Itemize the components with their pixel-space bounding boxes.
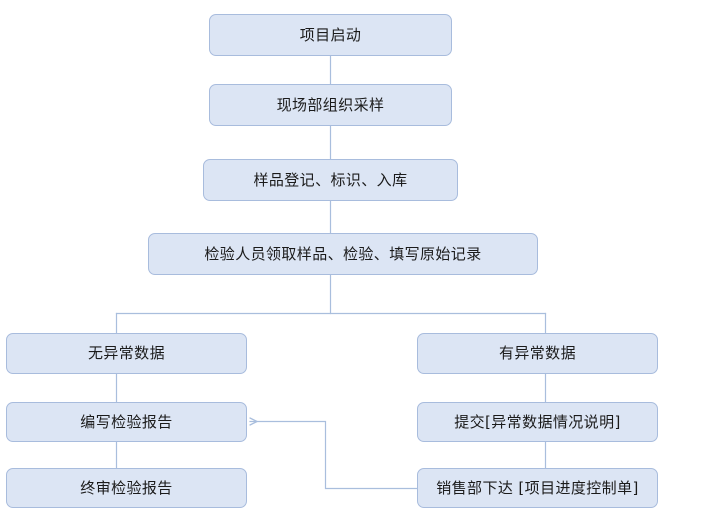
node-label-has-abnormal-data: 有异常数据 (498, 344, 576, 362)
node-label-sales-dept-issue: 销售部下达 [项目进度控制单] (436, 478, 639, 497)
node-has-abnormal-data[interactable]: 有异常数据 (417, 333, 658, 374)
node-label-final-inspection-report: 终审检验报告 (80, 478, 173, 497)
node-final-inspection-report[interactable]: 终审检验报告 (6, 468, 247, 508)
node-sales-dept-issue[interactable]: 销售部下达 [项目进度控制单] (417, 468, 658, 508)
node-field-sampling[interactable]: 现场部组织采样 (209, 84, 452, 126)
node-label-inspection-record: 检验人员领取样品、检验、填写原始记录 (204, 244, 482, 263)
node-inspection-record[interactable]: 检验人员领取样品、检验、填写原始记录 (148, 233, 538, 275)
connector-sales-feedback-to-write (249, 417, 418, 490)
node-project-start[interactable]: 项目启动 (209, 14, 452, 56)
node-label-write-inspection-report: 编写检验报告 (80, 412, 173, 431)
node-no-abnormal-data[interactable]: 无异常数据 (6, 333, 247, 374)
node-label-field-sampling: 现场部组织采样 (276, 95, 385, 114)
node-label-project-start: 项目启动 (299, 25, 362, 44)
node-label-no-abnormal-data: 无异常数据 (87, 344, 165, 362)
node-label-sample-registration: 样品登记、标识、入库 (253, 170, 408, 189)
node-sample-registration[interactable]: 样品登记、标识、入库 (203, 159, 458, 201)
node-submit-abnormal-explanation[interactable]: 提交[异常数据情况说明] (417, 402, 658, 442)
node-write-inspection-report[interactable]: 编写检验报告 (6, 402, 247, 442)
node-label-submit-abnormal-explanation: 提交[异常数据情况说明] (454, 412, 621, 431)
